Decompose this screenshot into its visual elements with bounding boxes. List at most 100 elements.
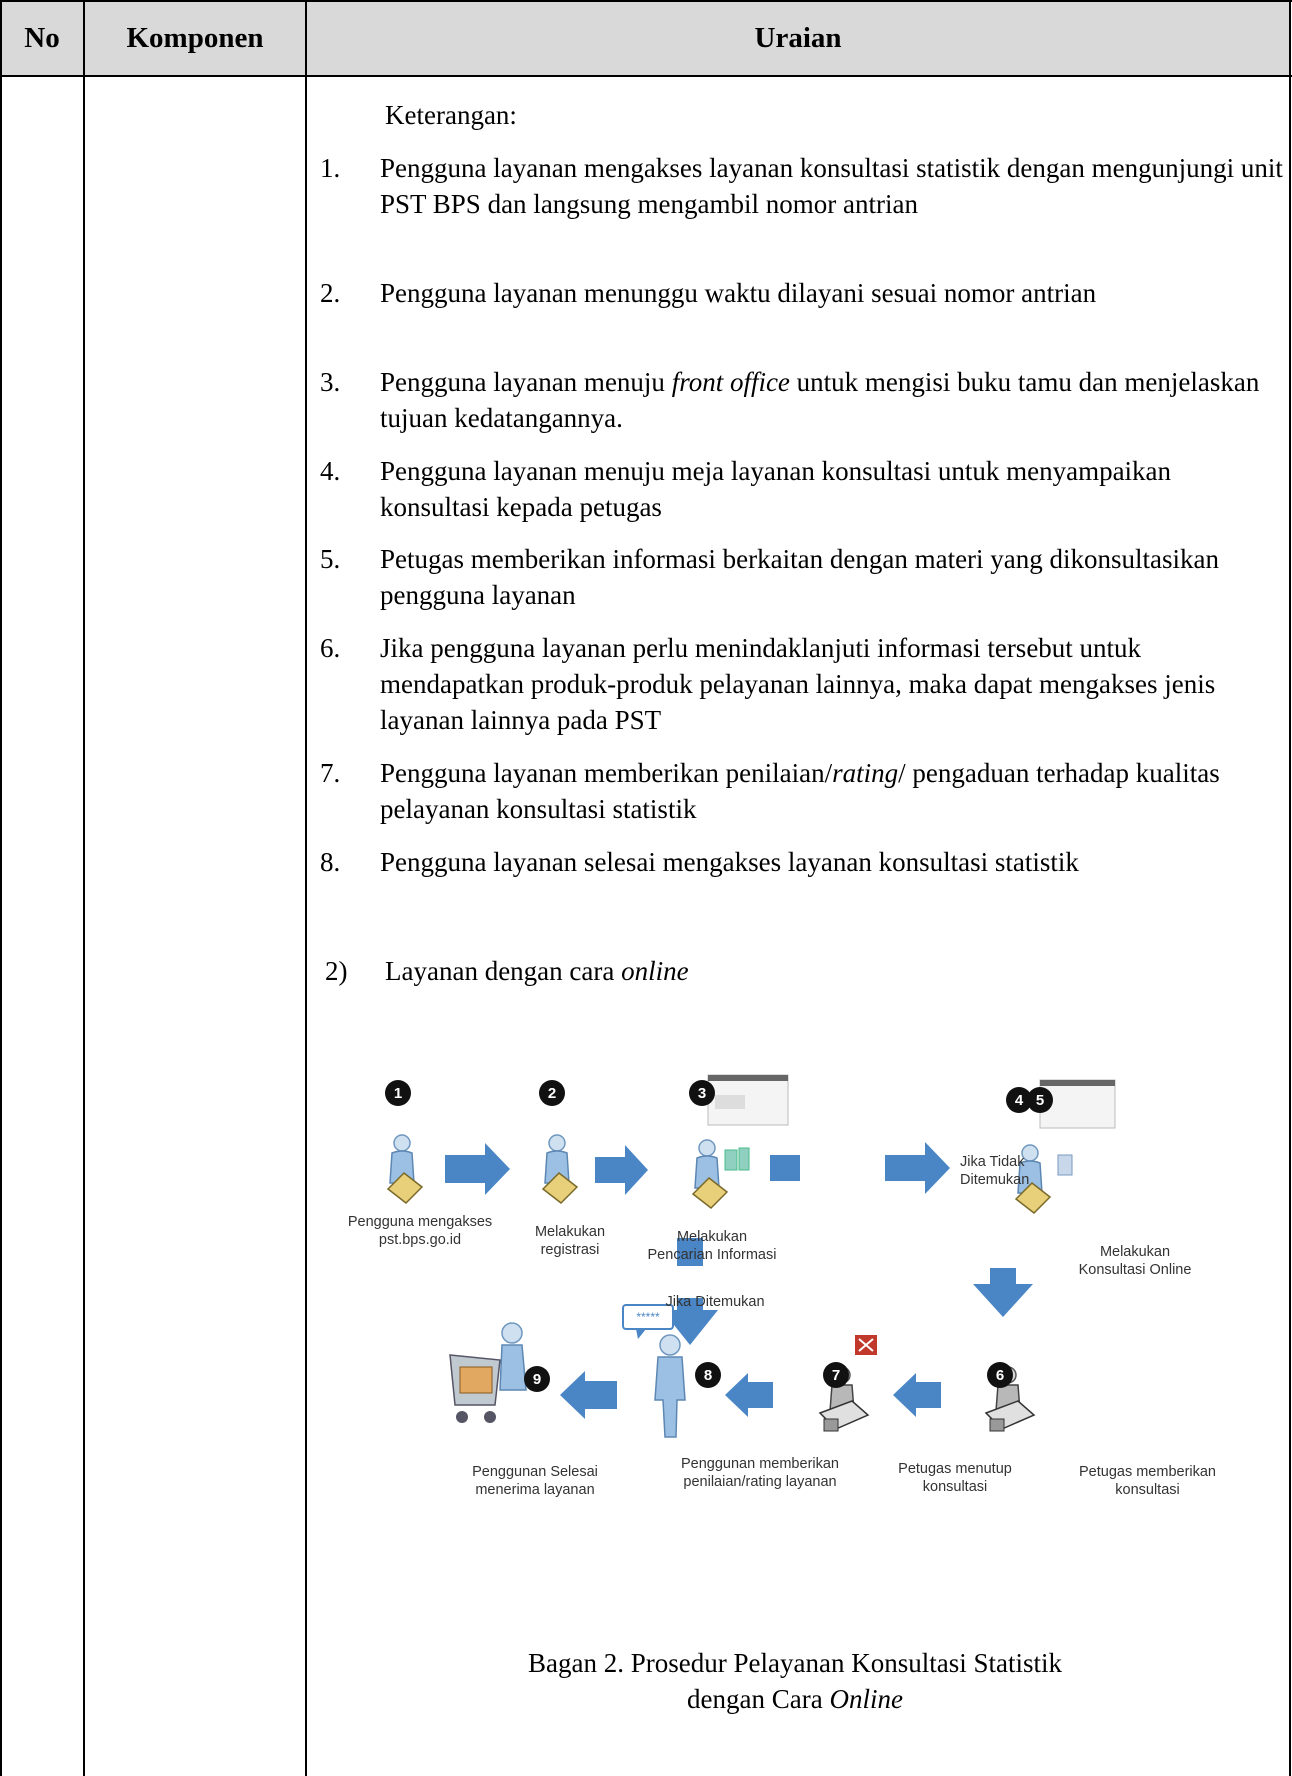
- label-line: Pengguna mengakses: [347, 1214, 493, 1230]
- step-badge-4: [1006, 1087, 1032, 1113]
- list-text-pre: Pengguna layanan memberikan penilaian/: [380, 758, 833, 788]
- list-text-pre: Pengguna layanan menuju: [380, 367, 672, 397]
- arrow-left-icon: [725, 1373, 773, 1417]
- table-border-left: [0, 0, 2, 1776]
- step-badges: [385, 1080, 1053, 1392]
- section-heading-emphasis: online: [621, 956, 689, 986]
- step-badge-6: [987, 1362, 1013, 1388]
- list-number: 2.: [320, 278, 341, 308]
- label-line: menerima layanan: [475, 1482, 595, 1498]
- list-number: 7.: [320, 758, 341, 788]
- step-number: 3: [698, 1085, 706, 1102]
- rating-bubble-icon: [622, 1304, 674, 1339]
- procedure-diagram: 1 2 3 4 5 6 7 8 9 *****: [385, 1074, 1116, 1438]
- list-text: Pengguna layanan menuju meja layanan kon…: [380, 456, 1172, 522]
- step-badge-7: [823, 1362, 849, 1388]
- section-heading: Layanan dengan cara online: [385, 953, 689, 989]
- label-line: Melakukan: [1099, 1244, 1171, 1260]
- shopping-cart-icon: [449, 1322, 527, 1423]
- not-found-label: Jika Tidak Ditemukan: [960, 1153, 1040, 1189]
- label-line: Petugas menutup: [898, 1461, 1012, 1477]
- step2-label: Melakukan registrasi: [510, 1223, 630, 1259]
- step6-label: Petugas memberikan konsultasi: [1055, 1463, 1240, 1499]
- column-divider-2: [305, 0, 307, 1776]
- arrow-down-icon: [662, 1238, 718, 1345]
- table-border-top: [0, 0, 1292, 2]
- list-number: 6.: [320, 633, 341, 663]
- list-text: Pengguna layanan selesai mengakses layan…: [380, 847, 1079, 877]
- keterangan-title: Keterangan:: [385, 100, 517, 130]
- step-badge-9: [524, 1366, 550, 1392]
- arrow-down-icon: [973, 1268, 1033, 1317]
- arrow-left-icon: [560, 1371, 617, 1419]
- step-number: 2: [548, 1085, 556, 1102]
- label-line: Pencarian Informasi: [647, 1247, 777, 1263]
- label-line: penilaian/rating layanan: [683, 1474, 837, 1490]
- step-number: 9: [533, 1371, 541, 1388]
- step-number: 1: [394, 1085, 402, 1102]
- column-divider-1: [83, 0, 85, 1776]
- screen-thumbnail-icon: [1039, 1079, 1116, 1129]
- list-text: Petugas memberikan informasi berkaitan d…: [380, 544, 1220, 610]
- list-text-post: untuk mengisi buku tamu dan menjelaskan …: [380, 367, 1260, 433]
- label-line: konsultasi: [1115, 1482, 1180, 1498]
- step3-label: Melakukan Pencarian Informasi: [627, 1228, 797, 1264]
- step-number: 7: [832, 1367, 840, 1384]
- step-number: 4: [1015, 1092, 1024, 1109]
- list-item: 4. Pengguna layanan menuju meja layanan …: [320, 453, 1285, 525]
- step8-label: Penggunan memberikan penilaian/rating la…: [655, 1455, 865, 1491]
- list-item: 7. Pengguna layanan memberikan penilaian…: [320, 755, 1285, 827]
- step-badge-1: [385, 1080, 411, 1106]
- step-badge-5: [1027, 1087, 1053, 1113]
- list-text-post: / pengaduan terhadap kualitas pelayanan …: [380, 758, 1220, 824]
- label-line: Melakukan: [676, 1229, 748, 1245]
- table-border-right: [1289, 0, 1291, 1776]
- list-text: Pengguna layanan mengakses layanan konsu…: [380, 153, 1283, 219]
- step-number: 5: [1036, 1092, 1044, 1109]
- header-komponen: Komponen: [126, 21, 264, 54]
- label-line: pst.bps.go.id: [378, 1232, 462, 1248]
- arrow-right-icon: [445, 1143, 510, 1195]
- user-figure-icon: [542, 1134, 578, 1204]
- step9-label: Penggunan Selesai menerima layanan: [450, 1463, 620, 1499]
- list-text-emphasis: rating: [832, 758, 899, 788]
- list-number: 3.: [320, 367, 341, 397]
- step-badge-8: [695, 1362, 721, 1388]
- label-line: registrasi: [540, 1242, 600, 1258]
- step7-label: Petugas menutup konsultasi: [880, 1460, 1030, 1496]
- step45-label: Melakukan Konsultasi Online: [1060, 1243, 1210, 1279]
- section-number: 2): [325, 956, 348, 986]
- list-text: Pengguna layanan menunggu waktu dilayani…: [380, 278, 1097, 308]
- list-item: 5. Petugas memberikan informasi berkaita…: [320, 541, 1285, 613]
- label-line: konsultasi: [922, 1479, 988, 1495]
- caption-line-2-emphasis: Online: [829, 1684, 903, 1714]
- found-label: Jika Ditemukan: [625, 1293, 805, 1311]
- caption-line-2-pre: dengan Cara: [687, 1684, 830, 1714]
- arrow-left-icon: [893, 1373, 941, 1417]
- list-item: 6. Jika pengguna layanan perlu menindakl…: [320, 630, 1285, 738]
- step-badge-2: [539, 1080, 565, 1106]
- label-line: Melakukan: [534, 1224, 606, 1240]
- step1-label: Pengguna mengakses pst.bps.go.id: [345, 1213, 495, 1249]
- user-figure-icon: [387, 1134, 423, 1204]
- step-number: 6: [996, 1367, 1004, 1384]
- label-line: Penggunan Selesai: [472, 1464, 598, 1480]
- documents-icon: [724, 1147, 750, 1171]
- figure-caption: Bagan 2. Prosedur Pelayanan Konsultasi S…: [300, 1645, 1290, 1717]
- list-number: 1.: [320, 153, 341, 183]
- header-divider: [0, 75, 1292, 77]
- label-line: Konsultasi Online: [1078, 1262, 1192, 1278]
- label-line: Ditemukan: [960, 1172, 1030, 1188]
- label-line: Jika Tidak: [960, 1154, 1025, 1170]
- arrow-right-icon: [770, 1142, 950, 1194]
- caption-line-2: dengan Cara Online: [300, 1681, 1290, 1717]
- list-number: 8.: [320, 847, 341, 877]
- list-number: 5.: [320, 544, 341, 574]
- step-badge-3: [689, 1080, 715, 1106]
- screen-thumbnail-icon: [707, 1074, 789, 1126]
- close-icon: [855, 1335, 877, 1355]
- list-number: 4.: [320, 456, 341, 486]
- standing-user-figure-icon: [654, 1334, 686, 1438]
- label-line: Penggunan memberikan: [681, 1456, 839, 1472]
